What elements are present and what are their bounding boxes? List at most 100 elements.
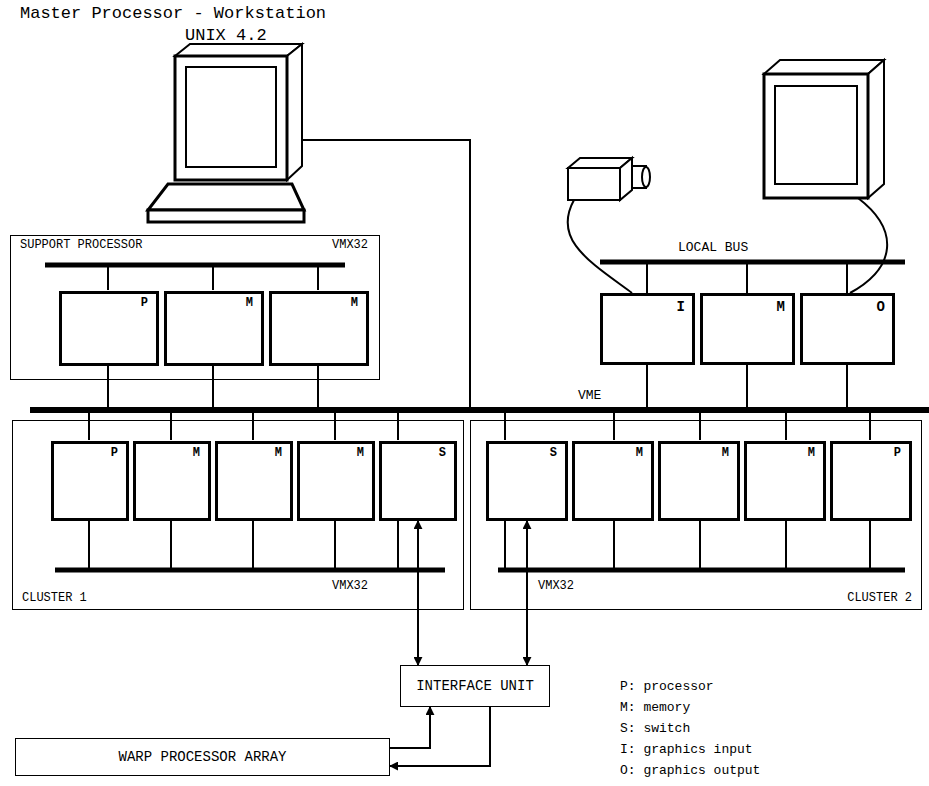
processor-box: P (51, 441, 129, 521)
local-bus (600, 260, 905, 265)
unit-letter: O (877, 299, 885, 315)
box-label: WARP PROCESSOR ARRAY (118, 749, 286, 765)
camera-side (620, 158, 632, 200)
bus-tap (699, 410, 701, 440)
bus-label: VME (578, 389, 601, 404)
monitor-front (175, 56, 287, 180)
bus-tap (334, 520, 336, 570)
bus-tap (170, 410, 172, 440)
monitor-side (287, 44, 302, 180)
buses (30, 262, 929, 570)
processor-box: P (59, 291, 159, 366)
memory-box: M (297, 441, 375, 521)
group-label: VMX32 (537, 580, 575, 594)
bus-tap (252, 520, 254, 570)
bus-tap (504, 520, 506, 570)
unit-letter: M (777, 299, 785, 315)
group-label: VMX32 (331, 580, 369, 594)
legend-entry: M: memory (620, 701, 690, 716)
switch-box: S (486, 441, 568, 521)
data-link (390, 707, 430, 748)
display-top (764, 60, 884, 74)
bus-label: LOCAL BUS (678, 241, 748, 256)
bus-tap (785, 520, 787, 570)
graphics-input-box: I (600, 293, 695, 365)
memory-box: M (700, 293, 795, 365)
group-label: CLUSTER 1 (21, 592, 88, 606)
camera-icon (568, 158, 650, 200)
processor-box: P (830, 441, 912, 521)
interface-box: INTERFACE UNIT (400, 665, 550, 707)
camera-body (568, 168, 620, 200)
unit-letter: P (893, 447, 902, 461)
keyboard-top (148, 184, 304, 210)
memory-box: M (658, 441, 740, 521)
bus-tap (252, 410, 254, 440)
vme-bus (30, 407, 929, 413)
unit-letter: S (438, 447, 447, 461)
memory-box: M (744, 441, 826, 521)
group-label: SUPPORT PROCESSOR (19, 239, 143, 253)
bus-tap (212, 365, 214, 410)
graphics-output-box: O (800, 293, 895, 365)
bus-taps (89, 262, 870, 570)
data-link (390, 707, 490, 766)
display-cable (850, 198, 887, 293)
bus-tap (317, 365, 319, 410)
workstation-link (302, 140, 470, 410)
legend-entry: I: graphics input (620, 743, 753, 758)
unit-letter: M (635, 447, 644, 461)
bus-tap (88, 410, 90, 440)
camera-lens-face (642, 167, 650, 187)
bus-tap (88, 520, 90, 570)
bus-tap (397, 520, 399, 570)
memory-box: M (133, 441, 211, 521)
bus-tap (613, 410, 615, 440)
unit-letter: M (721, 447, 730, 461)
cluster-group: CLUSTER 1 VMX32 P M M M S (12, 420, 464, 610)
camera-cable (568, 200, 632, 293)
memory-box: M (572, 441, 654, 521)
memory-box: M (215, 441, 293, 521)
legend-entry: P: processor (620, 680, 714, 695)
bus-tap (107, 365, 109, 410)
switch-box: S (379, 441, 457, 521)
cluster-bus (498, 568, 905, 573)
cluster-bus (55, 568, 445, 573)
data-link (526, 521, 528, 665)
bus-tap (869, 410, 871, 440)
support-bus (45, 263, 345, 268)
unit-letter: P (110, 447, 119, 461)
display-side (868, 60, 884, 198)
workstation-title: Master Processor - Workstation (20, 4, 326, 24)
bus-tap (746, 365, 748, 410)
unit-letter: M (356, 447, 365, 461)
unit-letter: S (549, 447, 558, 461)
memory-box: M (164, 291, 264, 366)
display-monitor-icon (764, 60, 884, 198)
unit-letter: M (192, 447, 201, 461)
bus-tap (397, 410, 399, 440)
bus-tap (646, 262, 648, 293)
bus-tap (334, 410, 336, 440)
array-box: WARP PROCESSOR ARRAY (15, 738, 390, 776)
bus-tap (613, 520, 615, 570)
memory-box: M (269, 291, 369, 366)
keyboard-front (148, 210, 304, 222)
unit-letter: M (350, 297, 359, 311)
bus-tap (846, 262, 848, 293)
display-front (764, 74, 868, 198)
box-label: INTERFACE UNIT (416, 678, 534, 694)
legend-entry: S: switch (620, 722, 690, 737)
bus-tap (504, 410, 506, 440)
unit-letter: P (140, 297, 149, 311)
bus-tap (699, 520, 701, 570)
unit-letter: M (245, 297, 254, 311)
bus-tap (869, 520, 871, 570)
bus-tap (785, 410, 787, 440)
group-label: VMX32 (331, 239, 369, 253)
bus-tap (212, 265, 214, 290)
monitor-top (175, 44, 302, 56)
unit-letter: M (274, 447, 283, 461)
